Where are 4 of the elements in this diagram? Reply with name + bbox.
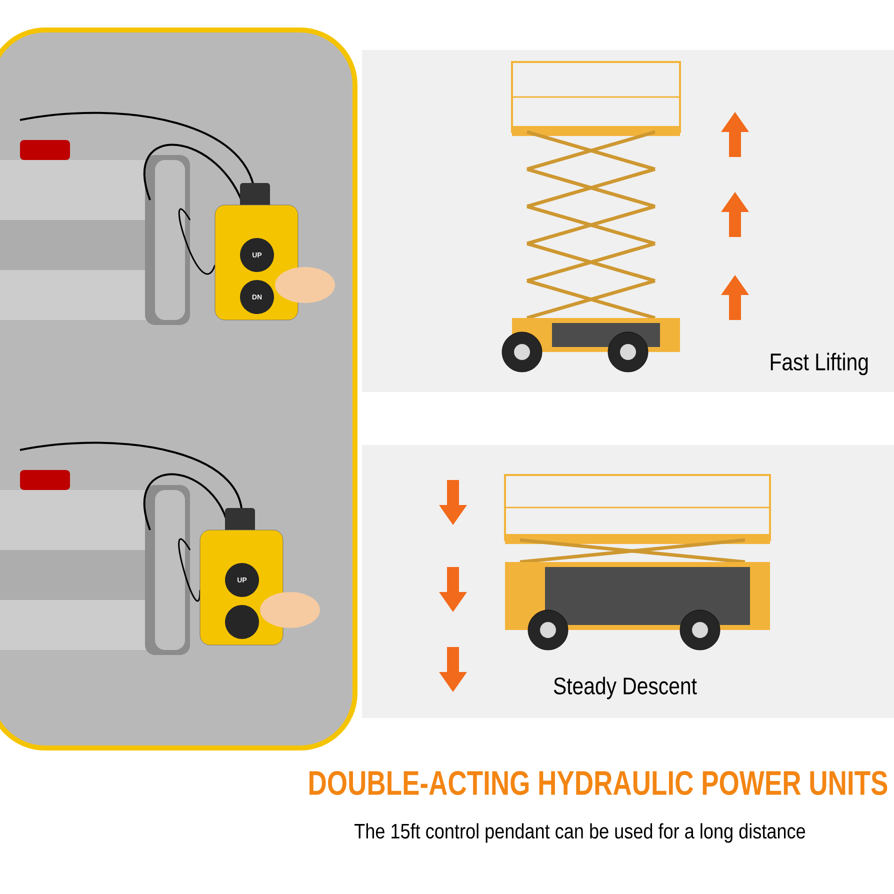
feature-label: Fast Lifting xyxy=(770,352,868,376)
caption: The 15ft control pendant can be used for a long distance xyxy=(354,823,806,843)
feature-label: Steady Descent xyxy=(554,676,697,700)
title: DOUBLE-ACTING HYDRAULIC POWER UNITS xyxy=(310,770,888,796)
